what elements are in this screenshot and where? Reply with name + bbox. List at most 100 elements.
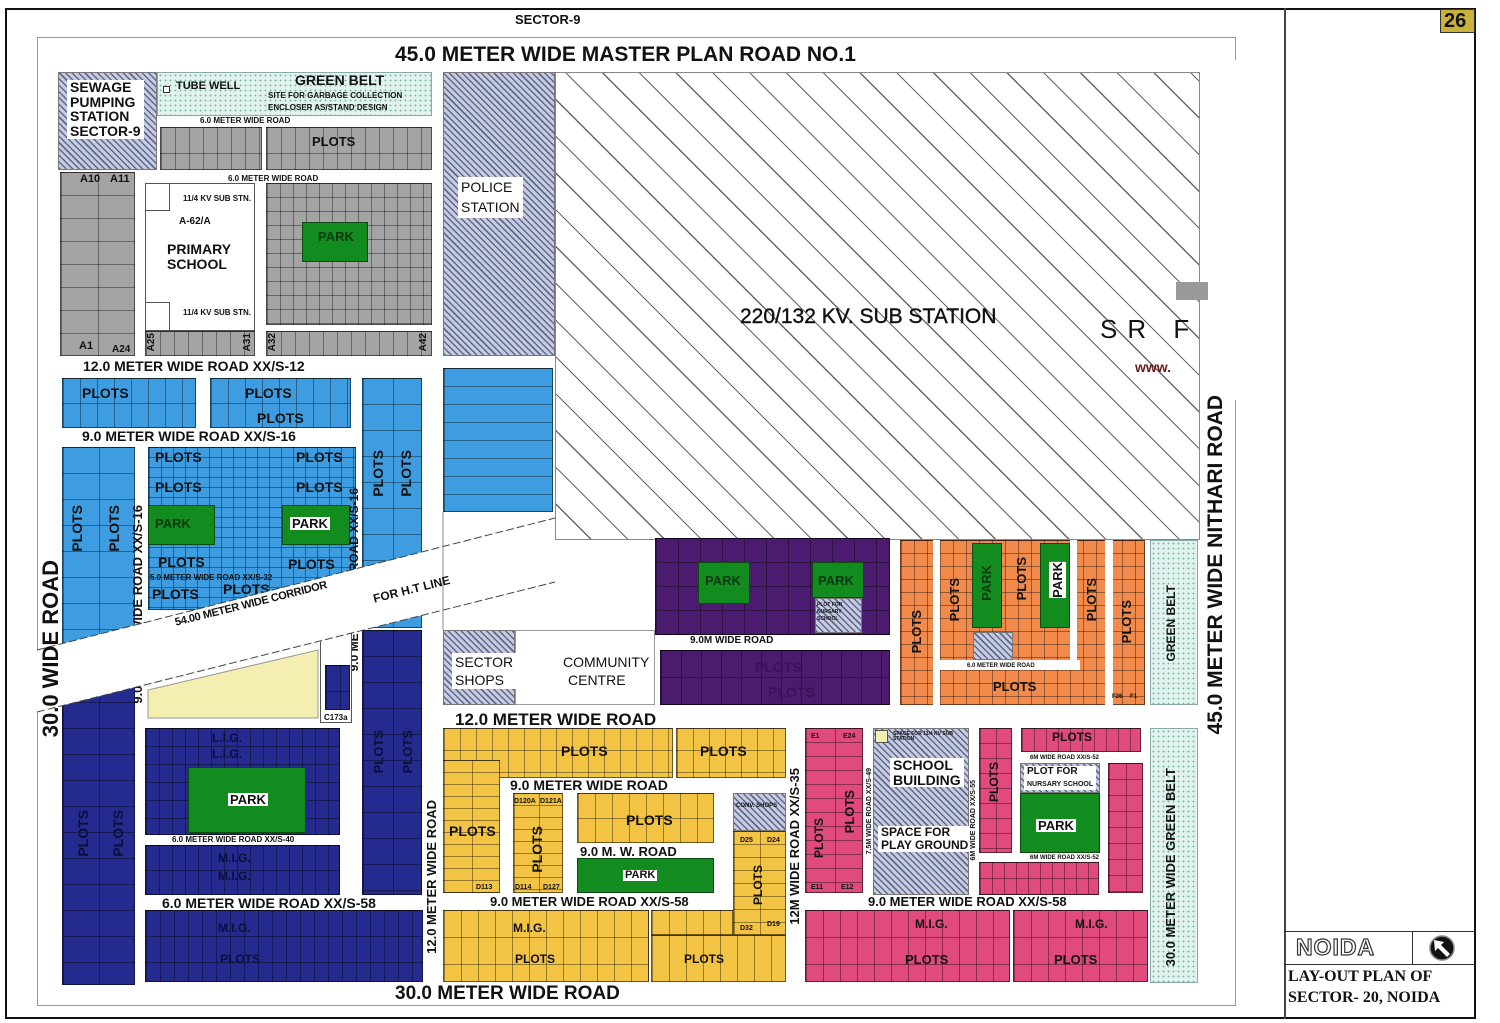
page-number: 26 [1444,10,1467,32]
block-b-left-column [62,447,135,647]
sector-shops-line2: SHOPS [455,672,505,689]
plots-label-d8: PLOTS [684,952,725,966]
road-label-s32: 5.0 METER WIDE ROAD XX/S-32 [150,573,273,582]
green-belt-e [1150,728,1198,983]
park-b1 [148,505,215,545]
community-line2: CENTRE [568,672,626,689]
park-f1-label: PARK [979,565,994,601]
conv-shops-f [973,632,1013,660]
community-centre-label: COMMUNITY CENTRE [563,653,649,689]
plot-id-e24: E24 [843,733,856,740]
plots-label-b15: PLOTS [223,581,270,597]
block-orange [900,540,1145,705]
tube-well-icon [163,86,170,93]
plots-label-b11: PLOTS [296,479,343,495]
watermark-text: SR F [1100,316,1200,342]
road-label-s55: 6M WIDE ROAD XX/S-55 [970,780,977,861]
plots-label-e2: PLOTS [842,790,857,834]
lig-label-1: L.I.G. [212,731,242,745]
park-p1 [698,562,750,604]
sector-9-label: SECTOR-9 [515,12,581,27]
plots-label-f6: PLOTS [993,679,1037,694]
plots-label-d6: PLOTS [751,865,765,906]
park-c [188,767,306,833]
orange-road-2 [940,660,1080,670]
plot-id-d121a: D121A [540,798,562,805]
corridor-band [37,518,555,712]
road-label-bottom: 30.0 METER WIDE ROAD [395,983,620,1004]
plot-id-d24: D24 [767,837,780,844]
block-a-bottom-2 [266,331,432,356]
block-a-inner [266,183,432,325]
block-d-center [577,793,714,843]
garbage-label-2: ENCLOSER AS/STAND DESIGN [268,103,388,112]
conv-shops-d-label: CONV. SHOPS [736,803,778,809]
road-label-a1: 6.0 METER WIDE ROAD [200,116,291,125]
school-building-line2: BUILDING [893,771,961,788]
plots-label-b10: PLOTS [296,449,343,465]
block-d-bottom-2 [651,935,786,982]
sub-station-box-2 [145,302,170,331]
road-label-right: 45.0 METER WIDE NITHARI ROAD [1204,395,1227,735]
road-label-left: 30.0 WIDE ROAD [38,560,63,738]
title-line-2: SECTOR- 20, NOIDA [1288,989,1441,1006]
road-label-s49: 7.5M WIDE ROAD XX/S-49 [866,768,873,855]
sewage-line1: SEWAGE [70,79,132,95]
plots-label-d2: PLOTS [700,743,747,759]
mig-label-c1: M.I.G. [218,851,251,865]
plots-label-b1: PLOTS [82,385,129,401]
plots-label-e3: PLOTS [987,762,1001,803]
plots-label-b3: PLOTS [257,410,304,426]
block-e-top-right [1021,728,1141,752]
primary-school-plot [145,183,255,331]
plot-id-e1: E1 [811,733,820,740]
road-label-top: 45.0 METER WIDE MASTER PLAN ROAD NO.1 [395,43,856,66]
plots-label-b14: PLOTS [152,586,199,602]
plot-id-d120a: D120A [514,798,536,805]
plot-id-d113: D113 [476,884,493,891]
block-e-bottom-1 [805,910,1010,982]
plots-label-e5: PLOTS [905,952,949,967]
plots-label-f4: PLOTS [1084,578,1099,622]
block-a-bottom-1 [145,331,255,356]
sewage-line4: SECTOR-9 [70,123,141,140]
park-a-label: PARK [318,229,354,244]
plot-id-d114: D114 [515,884,532,891]
sewage-line3: STATION [70,108,130,125]
park-b2-label: PARK [290,516,330,531]
block-a-row-1 [160,127,262,170]
map-border [37,37,1236,1006]
yellow-strip [147,649,319,719]
park-e-label: PARK [1036,818,1076,833]
plots-label-f5: PLOTS [1119,600,1134,644]
block-b-police-strips [443,368,553,512]
park-f2-label: PARK [1049,562,1066,598]
community-line1: COMMUNITY [563,654,650,670]
park-p2-label: PARK [818,573,854,588]
block-a-left-column [60,172,135,356]
garbage-label-1: SITE FOR GARBAGE COLLECTION [268,91,403,100]
road-label-f: 6.0 METER WIDE ROAD [967,663,1035,669]
school-line2: SCHOOL [167,256,227,273]
block-b-top-1 [62,378,196,428]
road-label-a2: 6.0 METER WIDE ROAD [228,174,319,183]
police-label-line1: POLICE [461,179,513,195]
block-e-lower-mid [979,862,1099,895]
conv-shops-d [733,793,786,831]
block-d-right [733,831,786,935]
block-c173a [325,665,350,710]
block-e-bottom-2 [1013,910,1148,982]
road-label-purple: 9.0M WIDE ROAD [690,635,774,646]
park-p1-label: PARK [705,573,741,588]
park-c-label: PARK [228,792,268,807]
community-centre-area [515,630,655,705]
play-ground-line2: PLAY GROUND [881,838,969,853]
